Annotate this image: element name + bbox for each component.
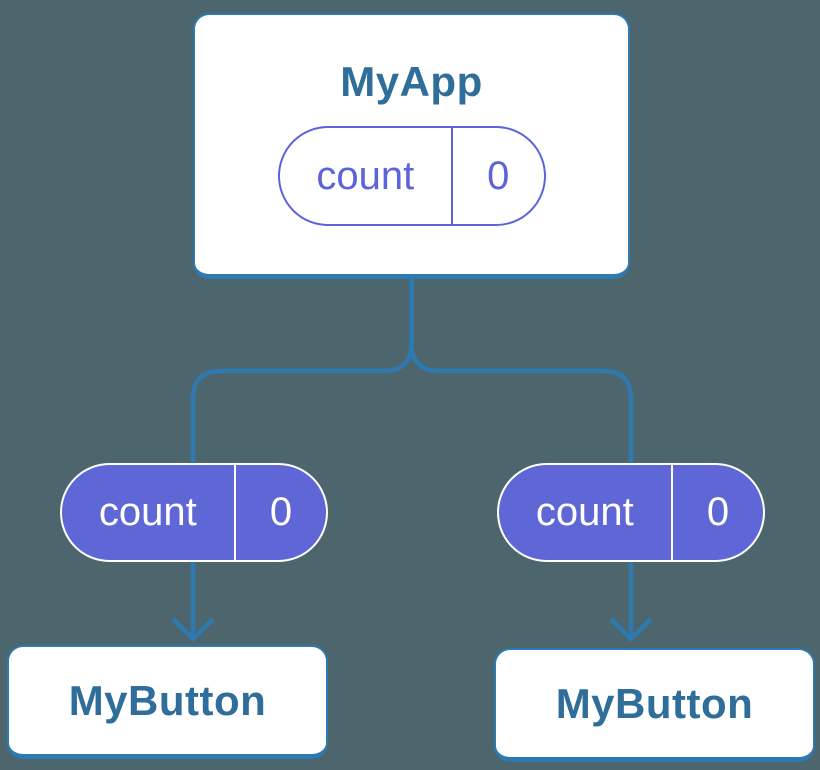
component-title: MyButton xyxy=(68,676,267,724)
state-pill: count 0 xyxy=(277,126,546,226)
arrow-down-icon xyxy=(171,617,215,643)
prop-name: count xyxy=(98,490,197,534)
pill-divider xyxy=(451,128,454,224)
arrow-down-icon xyxy=(609,617,653,643)
prop-pill-left: count 0 xyxy=(60,463,328,562)
component-title: MyButton xyxy=(555,679,754,727)
mybutton-card-left: MyButton xyxy=(7,645,328,759)
connector-left-branch xyxy=(190,275,414,636)
prop-value: 0 xyxy=(269,490,293,534)
prop-pill-right: count 0 xyxy=(497,463,765,562)
pill-divider xyxy=(233,465,237,560)
connector-right-branch xyxy=(409,275,634,636)
state-name: count xyxy=(316,153,415,198)
myapp-card: MyApp count 0 xyxy=(193,13,630,279)
pill-divider xyxy=(670,465,674,560)
component-title: MyApp xyxy=(340,58,483,105)
prop-value: 0 xyxy=(706,490,730,534)
prop-name: count xyxy=(535,490,634,534)
mybutton-card-right: MyButton xyxy=(494,648,815,762)
state-value: 0 xyxy=(487,153,510,198)
